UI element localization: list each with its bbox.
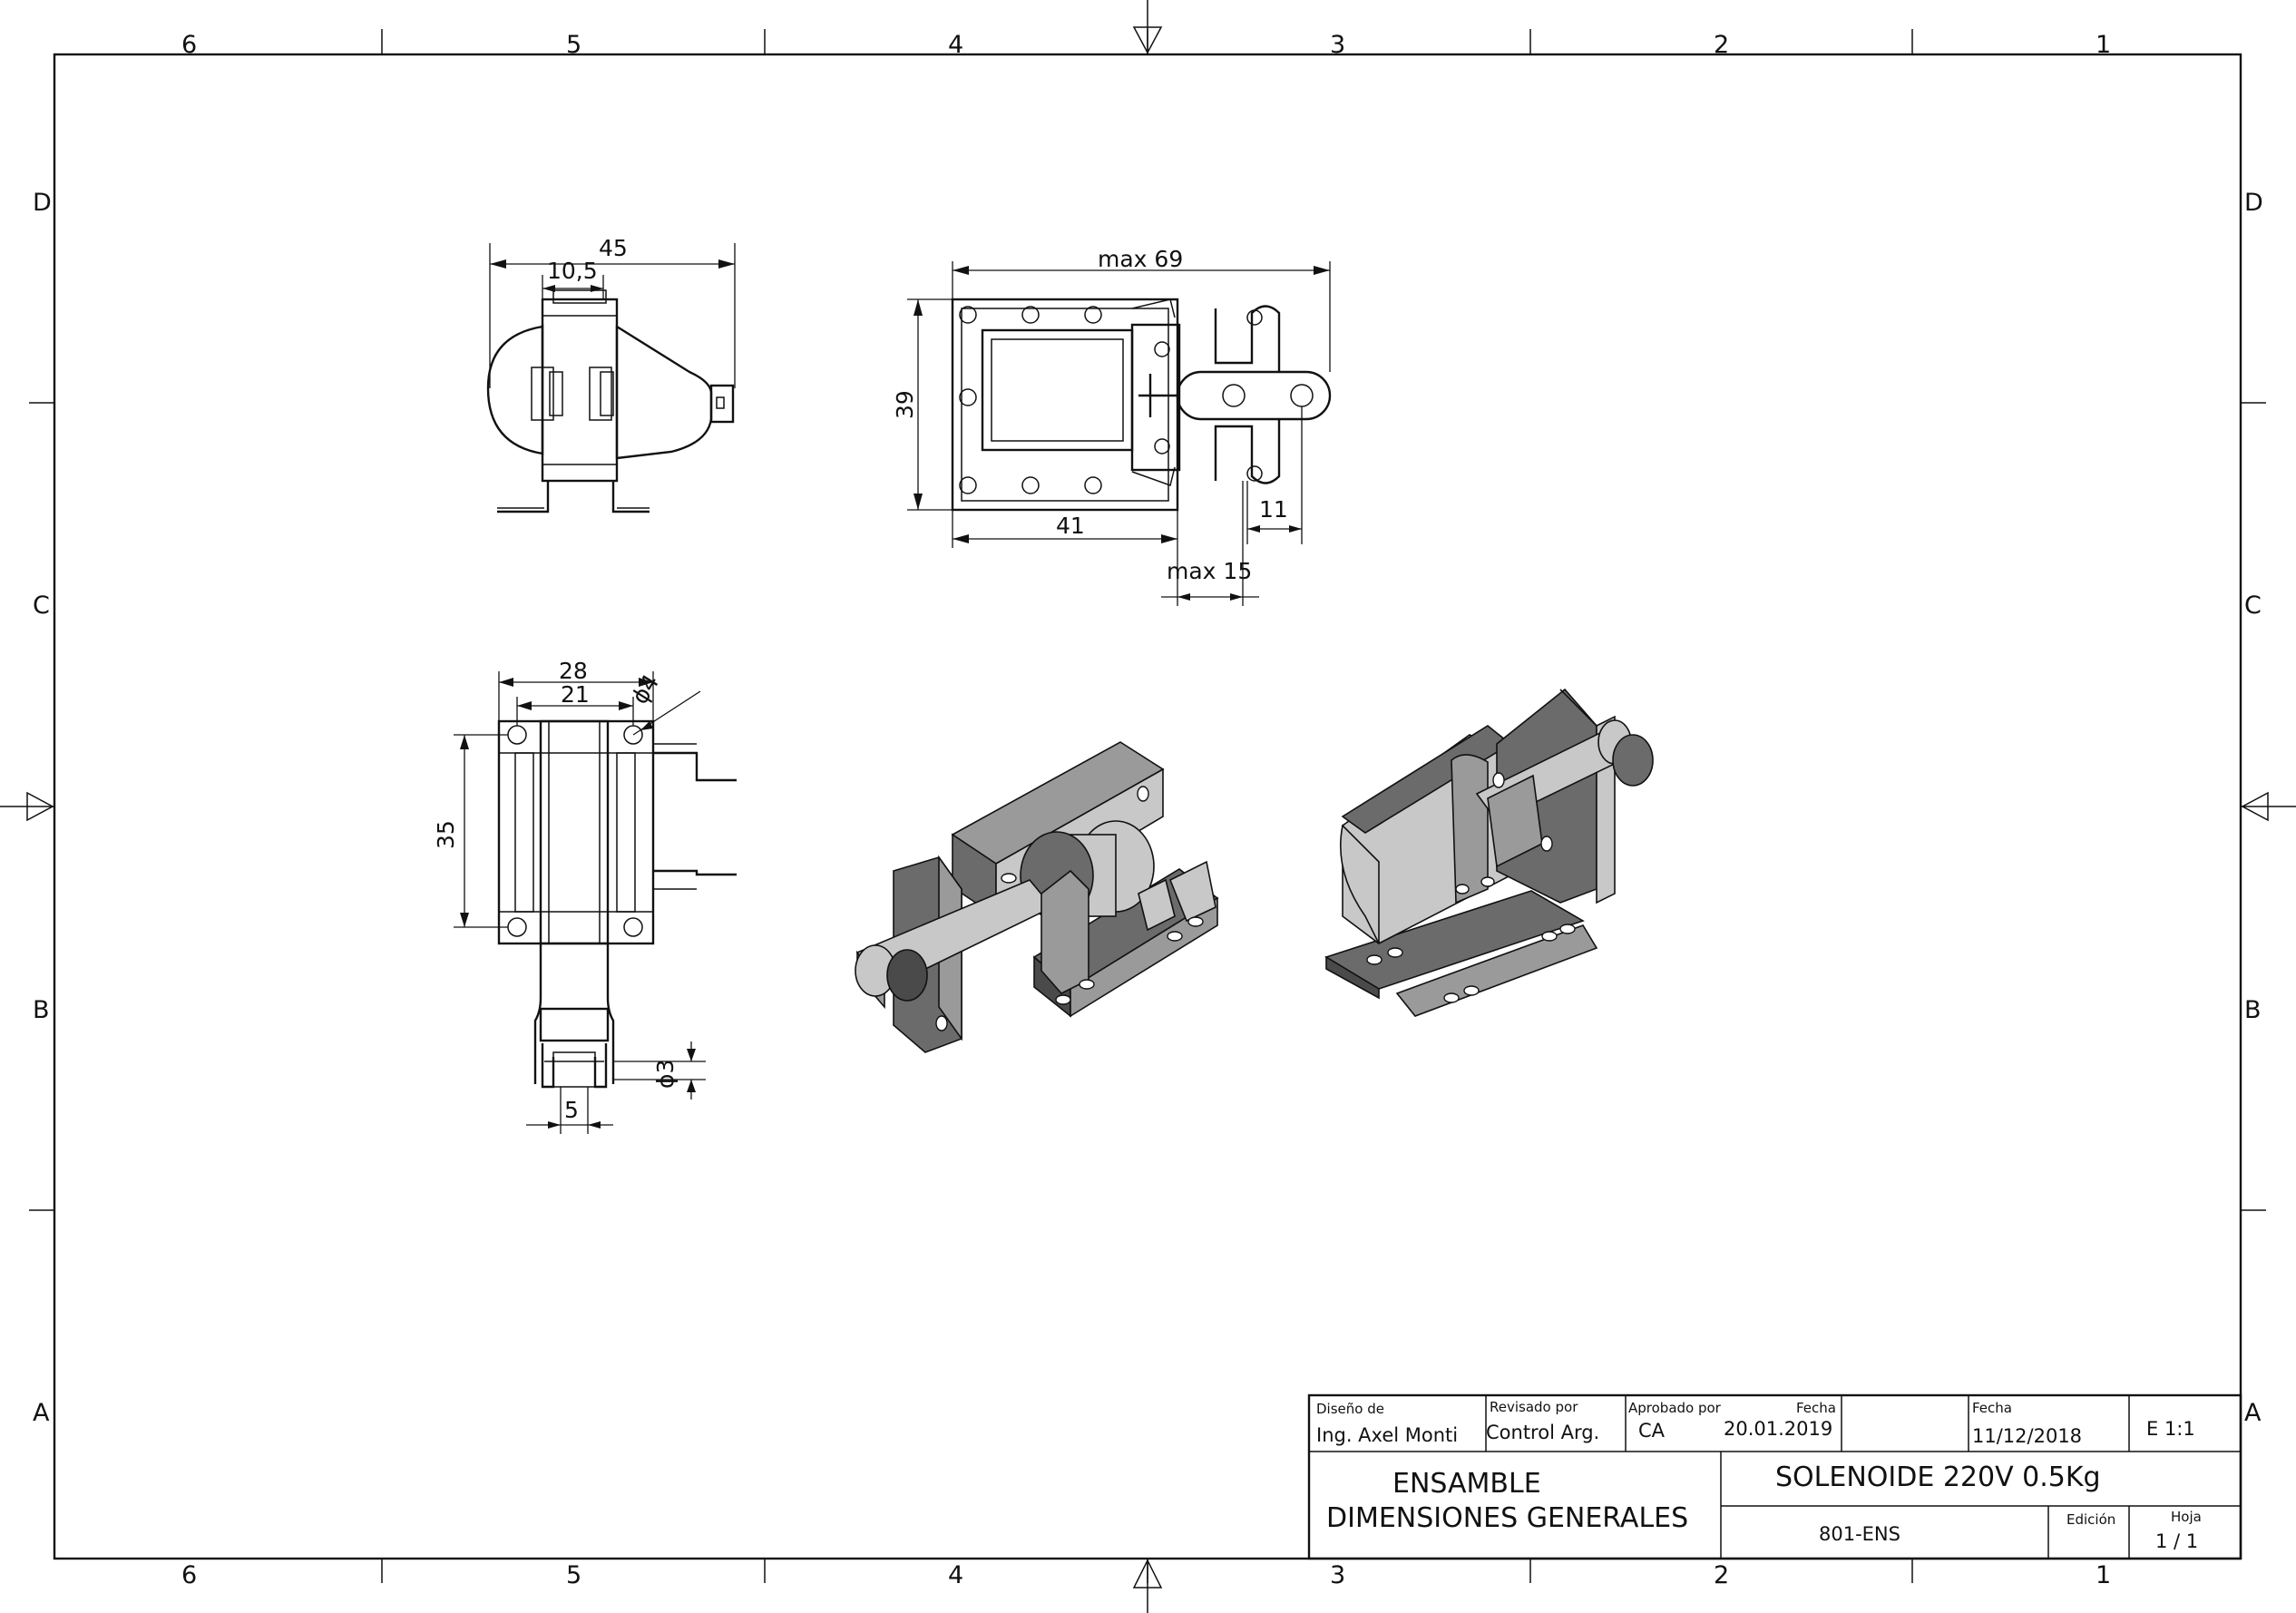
dim-front-hole-spacing: 21 — [561, 681, 590, 708]
approval-date-value: 20.01.2019 — [1724, 1418, 1832, 1440]
zone-row-B-right: B — [2244, 996, 2262, 1024]
zone-col-4-bottom: 4 — [948, 1561, 963, 1589]
zone-row-C-right: C — [2244, 591, 2262, 620]
date-label: Fecha — [1972, 1400, 2012, 1416]
zone-col-3-bottom: 3 — [1330, 1561, 1345, 1589]
zone-row-A-right: A — [2244, 1399, 2262, 1427]
approval-date-label: Fecha — [1796, 1400, 1836, 1416]
part-name: SOLENOIDE 220V 0.5Kg — [1775, 1461, 2101, 1493]
zone-col-3-top: 3 — [1330, 31, 1345, 59]
zone-col-1-bottom: 1 — [2096, 1561, 2111, 1589]
designed-by-label: Diseño de — [1316, 1401, 1384, 1417]
zone-col-1-top: 1 — [2096, 31, 2111, 59]
dim-top-max-length: max 69 — [1098, 246, 1183, 272]
zone-col-2-top: 2 — [1714, 31, 1729, 59]
drawing-number: 801-ENS — [1819, 1523, 1900, 1545]
zone-labels: 6 5 4 3 2 1 6 5 4 3 2 1 D C B A D C B A — [33, 31, 2263, 1589]
zone-col-2-bottom: 2 — [1714, 1561, 1729, 1589]
dim-top-height: 39 — [892, 390, 918, 419]
zone-col-6-top: 6 — [181, 31, 197, 59]
zone-col-5-bottom: 5 — [566, 1561, 581, 1589]
zone-row-B-left: B — [33, 996, 50, 1024]
dim-front-height: 35 — [433, 820, 459, 849]
zone-col-6-bottom: 6 — [181, 1561, 197, 1589]
isometric-view-2 — [1324, 688, 1654, 1017]
zone-row-D-right: D — [2244, 189, 2263, 217]
title-line-1: ENSAMBLE — [1392, 1468, 1541, 1500]
designed-by-value: Ing. Axel Monti — [1316, 1424, 1458, 1446]
approved-by-value: CA — [1638, 1420, 1666, 1442]
title-block: Diseño de Ing. Axel Monti Revisado por C… — [1307, 1393, 2242, 1560]
approved-by-label: Aprobado por — [1628, 1400, 1722, 1416]
dim-front-outer-width: 28 — [559, 658, 588, 684]
scale-value: E 1:1 — [2146, 1418, 2195, 1440]
date-value: 11/12/2018 — [1972, 1425, 2082, 1447]
dim-front-hole-diameter: ϕ4 — [626, 670, 664, 709]
reviewed-by-value: Control Arg. — [1486, 1422, 1599, 1443]
zone-col-4-top: 4 — [948, 31, 963, 59]
sheet-value: 1 / 1 — [2155, 1530, 2198, 1552]
dim-top-tab: 11 — [1259, 496, 1288, 523]
top-view: max 69 39 41 11 max 15 — [892, 246, 1332, 606]
side-view: 45 10,5 — [486, 235, 736, 513]
dim-side-inner-width: 10,5 — [547, 258, 598, 284]
dim-front-pin-diameter: ϕ3 — [652, 1060, 679, 1089]
zone-col-5-top: 5 — [566, 31, 581, 59]
dim-side-total-width: 45 — [599, 235, 628, 261]
dim-top-body-length: 41 — [1056, 513, 1085, 539]
zone-row-D-left: D — [33, 189, 52, 217]
isometric-view-1 — [855, 741, 1219, 1053]
sheet-label: Hoja — [2171, 1509, 2202, 1525]
dim-top-stroke: max 15 — [1167, 558, 1252, 584]
front-view: 28 21 ϕ4 35 ϕ3 5 — [433, 658, 737, 1134]
dim-front-plunger-width: 5 — [564, 1097, 579, 1123]
reviewed-by-label: Revisado por — [1490, 1399, 1578, 1415]
edition-label: Edición — [2066, 1511, 2115, 1528]
zone-row-A-left: A — [33, 1399, 50, 1427]
title-line-2: DIMENSIONES GENERALES — [1326, 1502, 1688, 1534]
zone-row-C-left: C — [33, 591, 50, 620]
